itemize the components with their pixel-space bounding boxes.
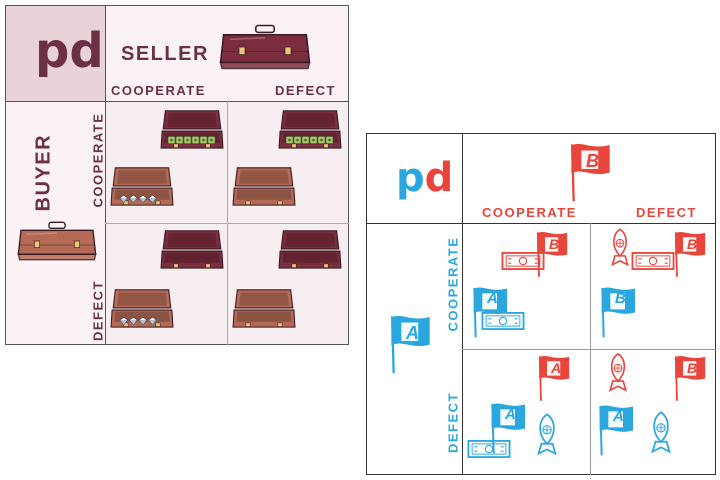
right-col-cooperate: COOPERATE (482, 205, 577, 220)
cell-flag-b-letter: A (551, 360, 562, 376)
cell-flag-a-letter: B (615, 290, 626, 307)
diamonds-icon (119, 194, 157, 204)
right-pd-logo: pd (396, 155, 453, 201)
bomb-icon (611, 228, 629, 266)
buyer-open-case-icon (232, 167, 296, 206)
banknote-icon (501, 252, 545, 270)
buyer-label: BUYER (32, 133, 55, 212)
buyer-open-case-icon (110, 167, 174, 206)
left-cell-coop-coop (106, 102, 227, 223)
right-cell-defect-coop: A A (463, 350, 590, 475)
left-matrix: pd SELLER COOPERATE DEFECT BUYER COOPERA… (5, 5, 349, 345)
left-cell-coop-defect (228, 102, 349, 223)
seller-open-case-icon (278, 110, 342, 149)
left-logo-cell (5, 5, 105, 101)
right-divider-v (462, 133, 463, 475)
bomb-icon (537, 413, 557, 455)
seller-open-case-icon (278, 230, 342, 269)
diamonds-icon (119, 316, 157, 326)
cell-flag-b-letter: B (687, 236, 698, 252)
left-divider-h2 (105, 223, 349, 224)
right-cell-coop-defect: B B (591, 224, 716, 349)
cell-flag-b-letter: B (687, 360, 698, 376)
banknote-icon (467, 440, 511, 458)
left-row-cooperate: COOPERATE (90, 112, 106, 208)
buyer-suitcase-icon (17, 221, 97, 261)
right-cell-coop-coop: B A (463, 224, 590, 349)
right-cell-defect-defect: B A (591, 350, 716, 475)
buyer-open-case-icon (110, 289, 174, 328)
right-divider-h (366, 223, 716, 224)
right-row-defect: DEFECT (445, 392, 461, 453)
left-cell-defect-defect (228, 224, 349, 345)
right-matrix: pd B COOPERATE DEFECT A COOPERATE DEFECT… (366, 133, 716, 475)
left-divider-v (105, 5, 106, 345)
banknote-icon (631, 252, 675, 270)
cell-flag-a-letter: A (505, 406, 516, 423)
seller-suitcase-icon (219, 24, 311, 70)
left-row-defect: DEFECT (90, 280, 106, 341)
left-outer-border (5, 5, 349, 345)
seller-label: SELLER (121, 43, 209, 65)
left-col-defect: DEFECT (275, 83, 336, 98)
left-logo-d: d (69, 23, 104, 79)
left-col-cooperate: COOPERATE (111, 83, 206, 98)
left-logo-p: p (35, 23, 70, 79)
left-pd-logo: pd (35, 23, 104, 79)
row-flag-letter: A (406, 323, 419, 343)
right-logo-p: p (396, 155, 425, 201)
banknote-icon (481, 312, 525, 330)
buyer-open-case-icon (232, 289, 296, 328)
cell-flag-a-letter: A (613, 408, 624, 425)
right-divider-h2 (462, 349, 716, 350)
bomb-icon (651, 411, 671, 453)
seller-open-case-icon (160, 110, 224, 149)
left-divider-h (5, 101, 349, 102)
right-row-cooperate: COOPERATE (445, 236, 461, 332)
bomb-icon (609, 352, 627, 392)
cell-flag-a-letter: A (487, 290, 498, 307)
right-col-defect: DEFECT (636, 205, 697, 220)
right-outer-border (366, 133, 716, 475)
cell-flag-b-letter: B (549, 236, 560, 252)
left-cell-defect-coop (106, 224, 227, 345)
column-flag-letter: B (586, 151, 599, 171)
right-logo-d: d (424, 155, 454, 201)
seller-open-case-icon (160, 230, 224, 269)
money-icon (285, 136, 334, 144)
money-icon (167, 136, 216, 144)
